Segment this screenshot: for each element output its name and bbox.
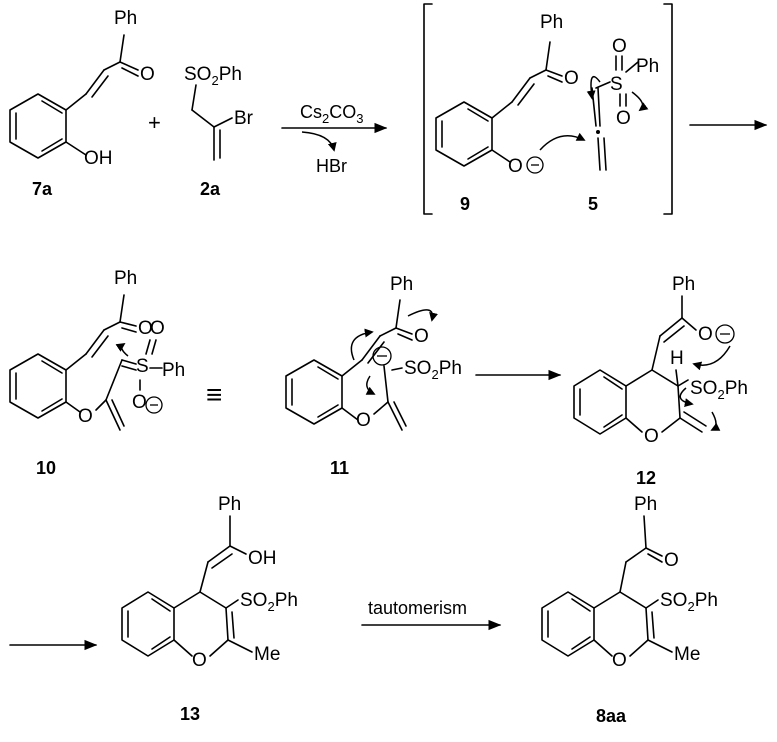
ph-label-13: Ph [218, 494, 241, 515]
ph-label-10: Ph [162, 360, 185, 381]
compound-13: O Me SO2Ph Ph OH [121, 494, 298, 671]
br-label: Br [234, 108, 254, 129]
byproduct-hbr: HBr [316, 156, 347, 176]
o-ring-label-13: O [192, 650, 207, 671]
o-top-label-5: O [612, 36, 627, 57]
label-7a: 7a [32, 179, 53, 199]
o-label-8aa: O [664, 550, 679, 571]
o-bottom-label-10: O [132, 392, 147, 413]
bracket-right [663, 3, 673, 215]
ph-label-8aa: Ph [634, 494, 657, 515]
compound-9: O Ph O [435, 12, 579, 177]
o-ring-label-8aa: O [612, 650, 627, 671]
plus-sign: + [148, 110, 161, 135]
label-12: 12 [636, 468, 656, 488]
h-label-12: H [670, 348, 684, 369]
oh-label-13: OH [248, 548, 277, 569]
label-8aa: 8aa [596, 706, 627, 726]
compound-2a: SO2Ph Br [184, 64, 254, 161]
o-ether-label-11: O [356, 410, 371, 431]
ph-label-12: Ph [672, 274, 695, 295]
o-bottom-label-5: O [616, 108, 631, 129]
so2ph-label-8aa: SO2Ph [660, 590, 718, 614]
compound-10: O S Ph O O Ph O [9, 268, 185, 431]
o2-label-9: O [564, 68, 579, 89]
so2ph-label-2a: SO2Ph [184, 64, 242, 88]
label-5: 5 [588, 194, 598, 214]
oh-label: OH [84, 148, 113, 169]
reagent-cs2co3: Cs2CO3 [300, 102, 363, 126]
o-ketone-label-10: O [138, 318, 153, 339]
compound-12: O H SO2Ph Ph O [573, 274, 748, 447]
s-label-10: S [136, 356, 149, 377]
ph-label2-10: Ph [114, 268, 137, 289]
compound-11: O SO2Ph Ph O [285, 274, 462, 431]
o-label-11: O [414, 326, 429, 347]
o-ring-label-12: O [644, 426, 659, 447]
ph-label-11: Ph [390, 274, 413, 295]
compound-5: S Ph O O [591, 36, 659, 171]
label-13: 13 [180, 704, 200, 724]
label-2a: 2a [200, 179, 221, 199]
reagent-tautomerism: tautomerism [368, 598, 467, 618]
so2ph-label-11: SO2Ph [404, 358, 462, 382]
label-10: 10 [36, 458, 56, 478]
compound-7a: OH Ph O [9, 8, 155, 169]
label-9: 9 [460, 194, 470, 214]
me-label-8aa: Me [674, 644, 700, 665]
ph-label-5: Ph [636, 56, 659, 77]
ph-label: Ph [114, 8, 137, 29]
so2ph-label-13: SO2Ph [240, 590, 298, 614]
ph-label-9: Ph [540, 12, 563, 33]
o-top-label-10: O [150, 318, 165, 339]
o-label-9: O [508, 156, 523, 177]
bracket-left [423, 3, 433, 215]
label-11: 11 [330, 458, 349, 478]
equiv-sign: ≡ [206, 379, 222, 410]
o-ether-label-10: O [78, 406, 93, 427]
o-label-12: O [698, 324, 713, 345]
o-label: O [140, 64, 155, 85]
s-label-5: S [610, 74, 623, 95]
me-label-13: Me [254, 644, 280, 665]
compound-8aa: O Me SO2Ph Ph O [541, 494, 718, 671]
so2ph-label-12: SO2Ph [690, 378, 748, 402]
